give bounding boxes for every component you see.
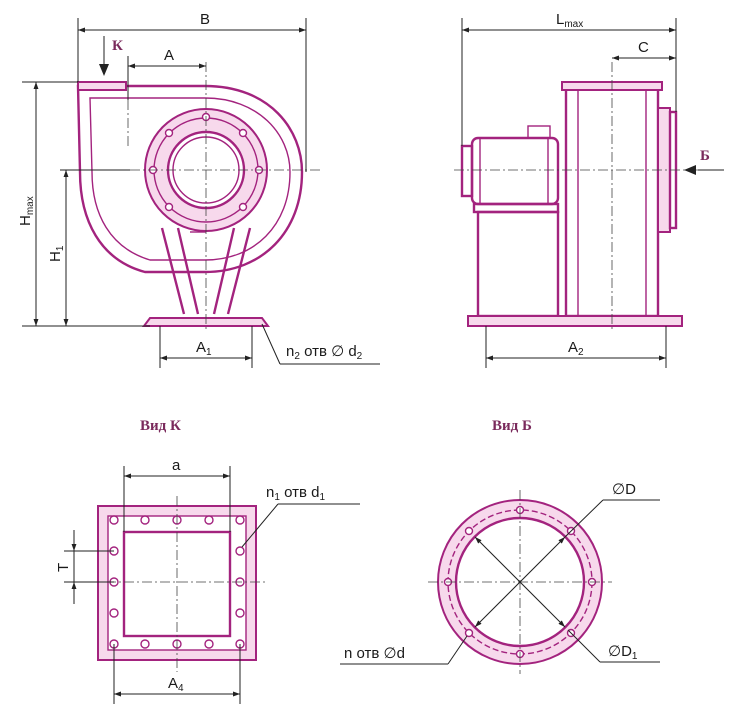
- label-holes-n2: n2 отв ∅ d2: [286, 343, 363, 362]
- side-motor-stand: [476, 210, 560, 318]
- label-D1: ∅D1: [608, 643, 638, 662]
- view-k: Вид К a T A4 n1 отв d1: [55, 418, 360, 704]
- view-b: Вид Б ∅D ∅D1 n отв ∅d: [340, 418, 660, 674]
- label-A: A: [164, 47, 174, 64]
- view-mark-K: К: [112, 38, 123, 54]
- label-B: B: [200, 11, 210, 28]
- label-A1: A1: [196, 339, 212, 358]
- dim-line-D1: [474, 536, 566, 628]
- view-b-title: Вид Б: [492, 418, 532, 434]
- side-view: Lmax C Б A2: [454, 11, 724, 368]
- front-volute-outline: [76, 84, 304, 274]
- label-A4: A4: [168, 675, 184, 694]
- label-Lmax: Lmax: [556, 11, 583, 30]
- view-mark-B: Б: [700, 148, 710, 164]
- label-holes-n1: n1 отв d1: [266, 484, 325, 503]
- label-Hmax: Hmax: [17, 196, 36, 226]
- label-A2: A2: [568, 339, 584, 358]
- view-k-opening: [122, 530, 232, 638]
- label-H1: H1: [47, 245, 66, 262]
- side-base-plate: [467, 315, 683, 327]
- label-a: a: [172, 457, 181, 474]
- front-view: B К A Hmax H1 A1 n2 отв ∅ d2: [17, 11, 380, 368]
- label-D: ∅D: [612, 481, 636, 498]
- label-holes-n: n отв ∅d: [344, 645, 405, 662]
- front-outlet-flange: [77, 81, 127, 91]
- side-motor-endcap: [460, 144, 474, 198]
- front-volute-inner: [89, 97, 291, 261]
- view-k-title: Вид К: [140, 418, 181, 434]
- side-motor-terminal-box: [527, 125, 551, 139]
- label-T: T: [55, 563, 72, 572]
- label-C: C: [638, 39, 649, 56]
- side-motor-body: [470, 136, 560, 206]
- front-support-legs: [160, 227, 252, 315]
